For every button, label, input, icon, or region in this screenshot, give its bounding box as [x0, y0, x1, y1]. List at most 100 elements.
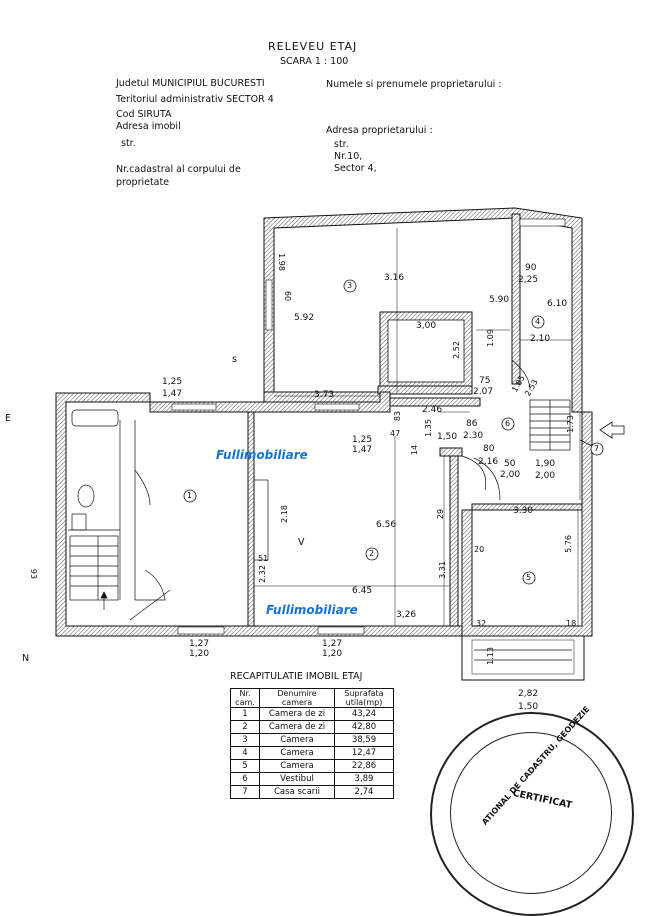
- dim-w3-top: 1,27: [189, 639, 210, 649]
- dim-hall-80: 80: [483, 444, 495, 454]
- dim-hall-190: 1,90: [535, 459, 556, 469]
- dim-r2-326: 3,26: [396, 610, 417, 620]
- table-row: 4 Camera 12,47: [230, 746, 394, 760]
- door-arc-3: [511, 359, 531, 391]
- cadastre-seal-inner: [450, 732, 612, 894]
- recap-header-row: Nr. cam. Denumire camera Suprafata utila…: [230, 688, 394, 708]
- dim-hall-216: 2,16: [478, 457, 499, 467]
- recap-cell-area: 43,24: [334, 707, 394, 721]
- dim-hall-246: 2.46: [422, 405, 443, 415]
- recap-cell-name: Camera de zi: [259, 707, 335, 721]
- dim-w1-top: 1,25: [162, 377, 183, 387]
- territory-label: Teritoriul administrativ SECTOR 4: [116, 94, 274, 105]
- table-row: 3 Camera 38,59: [230, 733, 394, 747]
- room-4-number: 4: [535, 317, 541, 326]
- owner-number-label: Nr.10,: [334, 151, 363, 162]
- dim-hall-86: 86: [466, 419, 478, 429]
- recap-cell-area: 38,59: [334, 733, 394, 747]
- dim-r2-331: 3.31: [437, 561, 447, 579]
- county-label: Judetul MUNICIPIUL BUCURESTI: [116, 78, 265, 89]
- wall-2-hall: [449, 451, 459, 627]
- room-5-number: 5: [526, 573, 532, 582]
- dim-r3-590: 5.90: [489, 295, 510, 305]
- room-1-circle: [183, 489, 197, 503]
- floor-plan: [55, 207, 625, 681]
- dim-w4-bot: 1,20: [322, 649, 343, 659]
- recap-cell-nr: 6: [230, 772, 260, 786]
- dim-r4-610: 6.10: [547, 299, 568, 309]
- dim-w6-top: 90: [525, 263, 537, 273]
- interior-stairs: [69, 535, 119, 601]
- door-arc-r5: [473, 457, 501, 501]
- dim-w2-top: 1,25: [352, 435, 373, 445]
- recap-cell-area: 42,80: [334, 720, 394, 734]
- recap-cell-area: 22,86: [334, 759, 394, 773]
- street-label: str.: [121, 138, 136, 149]
- table-row: 6 Vestibul 3,89: [230, 772, 394, 786]
- entrance-arrow-icon: [599, 421, 625, 439]
- window-top-1: [171, 403, 217, 411]
- dim-r2-29: 29: [436, 508, 446, 520]
- room-7-number: 7: [594, 444, 600, 453]
- recap-cell-name: Camera: [259, 733, 335, 747]
- plan-scale: SCARA 1 : 100: [280, 56, 349, 67]
- dim-w2-bot: 1,47: [352, 445, 373, 455]
- dim-r2-218: 2.18: [279, 505, 289, 523]
- wall-hall-top: [389, 397, 481, 407]
- door-arc-2: [135, 569, 166, 601]
- dim-r2-232: 2.32: [257, 565, 267, 583]
- window-top-2: [314, 403, 360, 411]
- dim-r3-height: 5.92: [294, 313, 315, 323]
- dim-r3-bottom: 3.73: [314, 390, 335, 400]
- room-3-circle: [343, 279, 357, 293]
- table-row: 1 Camera de zi 43,24: [230, 707, 394, 721]
- recap-header-name: Denumire camera: [259, 688, 335, 708]
- recap-cell-area: 2,74: [334, 785, 394, 799]
- owner-street-label: str.: [334, 139, 349, 150]
- room-6-number: 6: [505, 419, 511, 428]
- dim-r2-656: 6.56: [376, 520, 397, 530]
- recap-cell-area: 3,89: [334, 772, 394, 786]
- watermark-bottom: Fullimobiliare: [266, 603, 358, 617]
- dim-hall-135: 1.35: [423, 419, 433, 437]
- dim-hall-200a: 2,00: [500, 470, 521, 480]
- dim-r5-330: 3.30: [513, 506, 534, 516]
- compass-s: s: [232, 354, 237, 365]
- wall-3-4: [511, 213, 521, 385]
- recap-cell-nr: 2: [230, 720, 260, 734]
- compass-e: E: [5, 413, 12, 424]
- room-3-number: 3: [347, 281, 353, 290]
- room-1-number: 1: [187, 491, 193, 500]
- plan-title: RELEVEU ETAJ: [268, 40, 358, 53]
- room-4-circle: [531, 315, 545, 329]
- recap-table: Nr. cam. Denumire camera Suprafata utila…: [230, 688, 394, 799]
- dim-r2-51: 51: [258, 554, 269, 563]
- recap-cell-name: Camera de zi: [259, 720, 335, 734]
- dim-w3-bot: 1,20: [189, 649, 210, 659]
- recap-cell-name: Vestibul: [259, 772, 335, 786]
- recap-cell-nr: 5: [230, 759, 260, 773]
- recap-header-area: Suprafata utila(mp): [334, 688, 394, 708]
- watermark-top: Fullimobiliare: [216, 448, 308, 462]
- cadastral-label: Nr.cadastral al corpului de: [116, 164, 241, 175]
- dim-r2-645: 6.45: [352, 586, 373, 596]
- left-fragment: 93: [29, 568, 39, 580]
- window-r3-left: [265, 279, 273, 331]
- dim-inner-252: 2.52: [451, 341, 461, 359]
- dim-hall-14: 14: [410, 444, 420, 456]
- window-bottom-1: [177, 626, 225, 635]
- recap-cell-nr: 7: [230, 785, 260, 799]
- dim-r3-left-60: 60: [283, 290, 293, 302]
- table-row: 5 Camera 22,86: [230, 759, 394, 773]
- diagonal-mark: [129, 589, 171, 621]
- stair-arrow-icon: [100, 591, 108, 610]
- door-arc-hall: [461, 455, 487, 491]
- dim-inner-109: 1.09: [485, 329, 495, 347]
- room-7-circle: [590, 442, 604, 456]
- window-r3-top: [519, 218, 566, 227]
- staircase: [529, 399, 571, 451]
- recap-header-nr: Nr. cam.: [230, 688, 260, 708]
- dim-r5-113: 1.13: [485, 647, 495, 665]
- dimension-lines: [254, 228, 581, 626]
- recap-cell-name: Camera: [259, 759, 335, 773]
